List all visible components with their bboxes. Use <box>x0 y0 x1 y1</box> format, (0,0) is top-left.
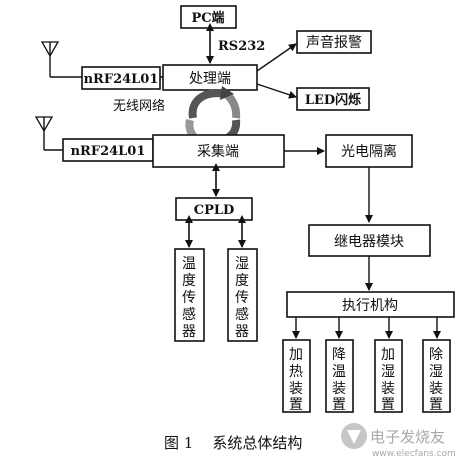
wireless-label: 无线网络 <box>113 98 165 114</box>
dehumidifier-char: 装 <box>429 381 443 397</box>
heater-char: 热 <box>289 364 303 380</box>
nrf-top-label: nRF24L01 <box>84 72 159 87</box>
sound-alarm-box <box>296 30 372 54</box>
humidifier-box <box>374 339 403 413</box>
figure-caption: 图 1 系统总体结构 <box>164 434 302 452</box>
cooler-char: 置 <box>332 397 346 413</box>
cooler-box <box>325 339 354 413</box>
humidity-sensor-box <box>227 248 258 342</box>
alarm-arrow <box>256 43 297 72</box>
humidifier-char: 加 <box>381 347 395 363</box>
cooler-char: 装 <box>332 381 346 397</box>
relay-module-label: 继电器模块 <box>334 234 404 250</box>
watermark-url: www.elecfans.com <box>372 449 456 459</box>
dehumidifier-char: 除 <box>429 347 443 363</box>
actuator-box <box>286 291 455 318</box>
watermark-logo-text: 电子发烧友 <box>370 428 445 446</box>
nrf-bottom-label: nRF24L01 <box>71 144 146 159</box>
cooler-char: 温 <box>332 364 346 380</box>
led-flash-label: LED闪烁 <box>305 92 361 108</box>
cooler-char: 降 <box>332 347 346 363</box>
watermark-logo: 电子发烧友 www.elecfans.com <box>341 423 456 459</box>
processor-label: 处理端 <box>189 71 231 87</box>
temp-sensor-box <box>174 248 205 342</box>
collector-label: 采集端 <box>197 143 239 160</box>
dehumidifier-char: 湿 <box>429 364 443 380</box>
antenna-icon-top <box>40 41 82 78</box>
optical-isolation-label: 光电隔离 <box>341 143 397 160</box>
sound-alarm-label: 声音报警 <box>306 34 362 51</box>
heater-char: 装 <box>289 381 303 397</box>
heater-char: 置 <box>289 397 303 413</box>
nrf-top-box <box>81 66 161 90</box>
processor-box <box>162 64 258 91</box>
rs232-label: RS232 <box>218 39 265 54</box>
humidity-sensor-char: 感 <box>235 306 249 323</box>
optical-isolation-box <box>325 134 413 168</box>
dehumidifier-box <box>422 339 451 413</box>
temp-sensor-char: 器 <box>182 324 196 340</box>
heater-box <box>282 339 311 413</box>
cpld-box <box>175 197 253 221</box>
humidity-sensor-char: 度 <box>235 273 249 289</box>
dehumidifier-char: 置 <box>429 397 443 413</box>
relay-module-box <box>308 224 431 257</box>
led-arrow <box>256 83 297 99</box>
temp-sensor-char: 传 <box>182 290 196 306</box>
temp-sensor-char: 度 <box>182 273 196 289</box>
humidifier-char: 置 <box>381 397 395 413</box>
humidity-sensor-char: 湿 <box>235 256 249 272</box>
heater-char: 加 <box>289 347 303 363</box>
humidity-sensor-char: 器 <box>235 324 249 340</box>
antenna-icon-bottom <box>34 116 63 151</box>
actuator-label: 执行机构 <box>342 298 398 314</box>
pc-label: PC端 <box>191 10 224 26</box>
temp-sensor-char: 温 <box>182 256 196 272</box>
cpld-label: CPLD <box>194 203 235 218</box>
humidifier-char: 装 <box>381 381 395 397</box>
led-flash-box <box>296 87 370 111</box>
humidity-sensor-char: 传 <box>235 290 249 306</box>
temp-sensor-char: 感 <box>182 306 196 323</box>
humidifier-char: 湿 <box>381 364 395 380</box>
